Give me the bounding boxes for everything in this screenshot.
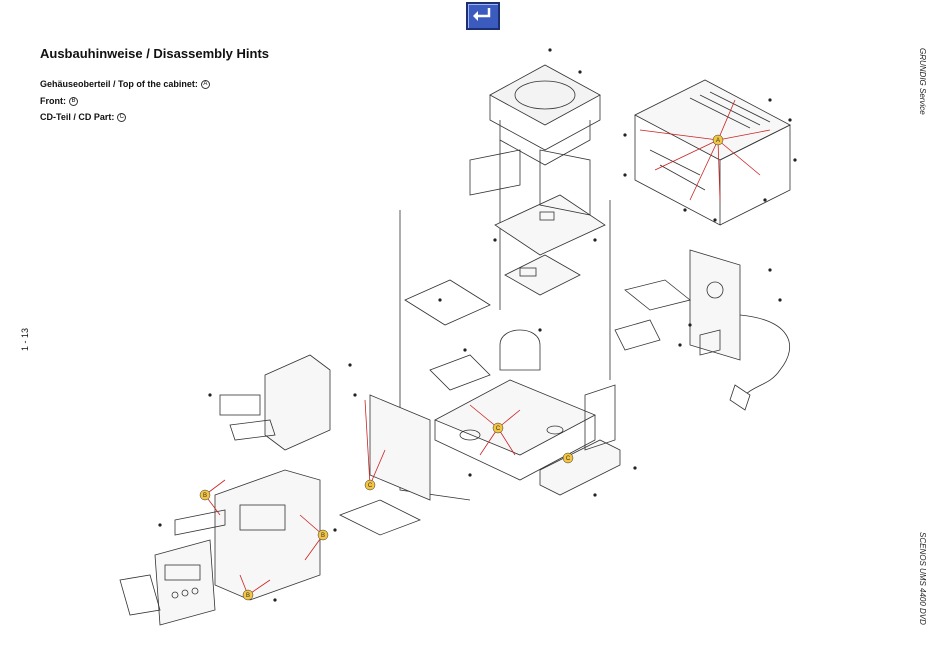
svg-text:C: C [496,426,501,432]
callout-marker-b: B [242,589,254,601]
chassis [434,329,596,481]
callout-marker-c: C [562,452,574,464]
hint-label: Front: [40,96,66,106]
svg-text:B: B [321,533,325,539]
screws [158,48,797,602]
hint-cd-part: CD-Teil / CD Part: C [40,112,127,122]
callout-leaders [204,99,771,596]
brand-label: GRUNDIG Service [918,48,927,115]
svg-text:C: C [368,483,373,489]
hint-front: Front: B [40,96,78,106]
svg-text:A: A [716,138,720,144]
page-title: Ausbauhinweise / Disassembly Hints [40,46,270,61]
hint-marker: C [117,112,127,122]
svg-text:C: C [566,456,571,462]
callout-marker-b: B [317,529,329,541]
loader-pcb [504,254,581,296]
callout-marker-c: C [364,479,376,491]
return-arrow-icon [472,5,494,28]
cd-mechanism [489,64,601,166]
callout-marker-c: C [492,422,504,434]
hint-marker: A [200,79,210,89]
front-board [339,279,491,536]
guide-line [399,210,471,501]
hint-marker: B [69,96,78,106]
cd-pcb [469,149,606,256]
callout-marker-b: B [199,489,211,501]
hint-label: Gehäuseoberteil / Top of the cabinet: [40,79,198,89]
hint-top-cabinet: Gehäuseoberteil / Top of the cabinet: A [40,79,210,89]
jack-board [219,354,331,451]
svg-text:B: B [203,493,207,499]
callout-marker-a: A [712,134,724,146]
model-label: SCENOS UMS 4400 DVD [918,532,927,625]
rear-panel [539,384,621,496]
callout-markers: A B B B C C C [199,134,724,601]
back-button[interactable] [466,2,500,30]
hint-label: CD-Teil / CD Part: [40,112,115,122]
power-supply [614,249,790,411]
front-panel [119,469,321,626]
svg-text:B: B [246,593,250,599]
